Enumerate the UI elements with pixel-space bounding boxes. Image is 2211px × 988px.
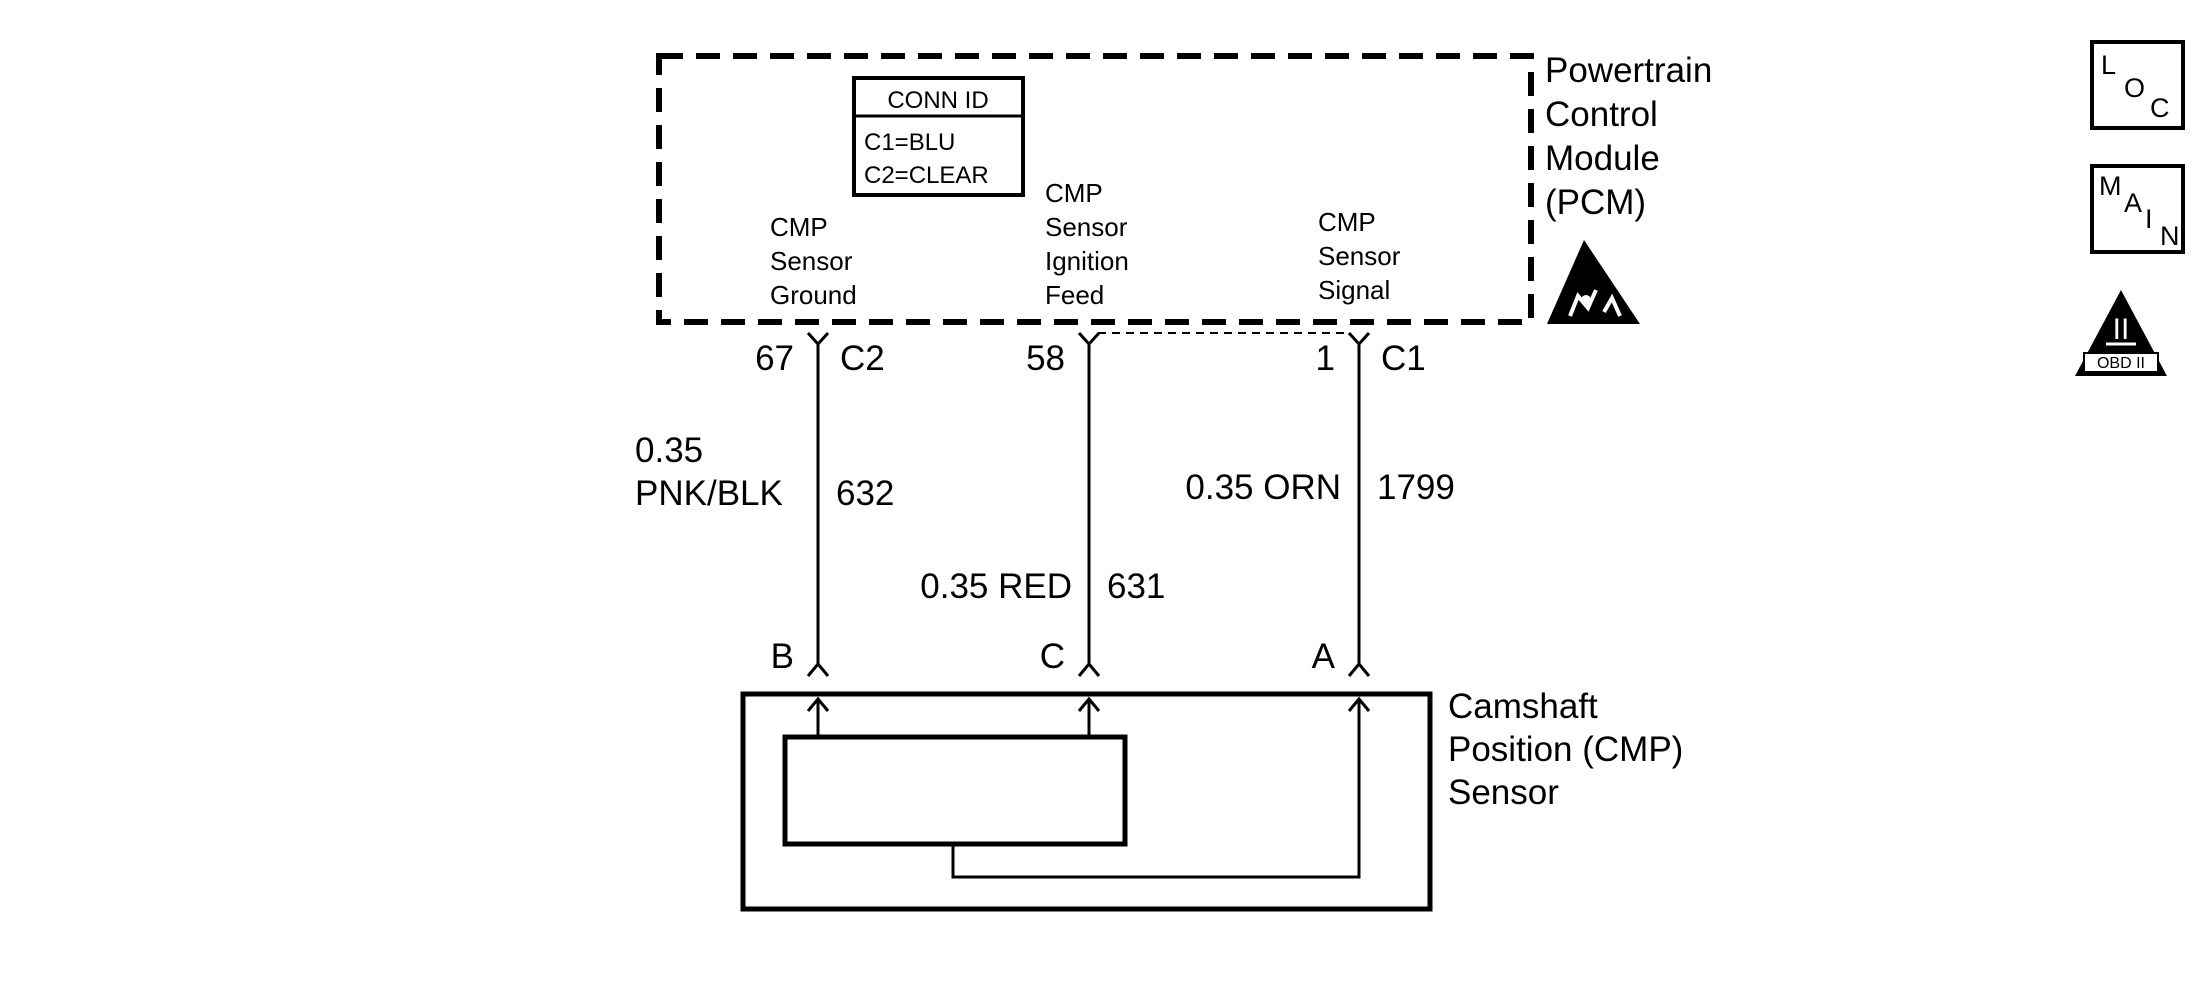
pcm-pin-connector-signal (1347, 331, 1371, 347)
obd-ii-icon-label: OBD II (2097, 355, 2145, 372)
main-icon-letter-a: A (2124, 188, 2142, 218)
terminal-label-ignition: CMP Sensor Ignition Feed (1045, 178, 1129, 310)
terminal-label-signal-line-3: Signal (1318, 275, 1390, 305)
sensor-element (782, 734, 1128, 847)
wire-circuit-signal: 1799 (1377, 468, 1455, 507)
connector-id-signal: C1 (1381, 339, 1426, 378)
terminal-label-ground-line-3: Ground (770, 280, 857, 310)
terminal-label-ignition-line-4: Feed (1045, 280, 1104, 310)
pin-number-ignition: 58 (1026, 339, 1065, 378)
terminal-label-ground-line-2: Sensor (770, 246, 853, 276)
conn-id-title: CONN ID (887, 87, 988, 114)
terminal-label-ground: CMP Sensor Ground (770, 212, 857, 310)
connector-id-ground: C2 (840, 339, 885, 378)
sensor-connector-a (1347, 661, 1371, 677)
sensor-terminal-a: A (1312, 637, 1336, 676)
pcm-name-line-4: (PCM) (1545, 183, 1646, 222)
terminal-label-ground-line-1: CMP (770, 212, 828, 242)
loc-icon-letter-c: C (2150, 93, 2170, 123)
main-icon-letter-m: M (2099, 171, 2122, 201)
pcm-name-line-1: Powertrain (1545, 51, 1712, 90)
esd-warning-icon (1547, 240, 1640, 324)
sensor-name: Camshaft Position (CMP) Sensor (1448, 687, 1683, 812)
loc-icon-letter-l: L (2101, 50, 2116, 80)
loc-icon[interactable]: L O C (2090, 40, 2185, 130)
terminal-label-signal-line-2: Sensor (1318, 241, 1401, 271)
sensor-terminal-b: B (771, 637, 794, 676)
sensor-terminal-c: C (1040, 637, 1065, 676)
obd-ii-icon[interactable]: II OBD II (2075, 290, 2167, 376)
sensor-box (740, 691, 1433, 912)
wire-label-ignition: 0.35 RED 631 (920, 567, 1165, 606)
terminal-label-ignition-line-3: Ignition (1045, 246, 1129, 276)
pcm-name-line-2: Control (1545, 95, 1658, 134)
sensor-name-line-1: Camshaft (1448, 687, 1598, 726)
conn-id-box: CONN ID C1=BLU C2=CLEAR (852, 76, 1025, 197)
pcm-pin-connector-ignition (1077, 331, 1101, 347)
conn-id-line-1: C1=BLU (864, 129, 955, 156)
wire-circuit-ground: 632 (836, 474, 894, 513)
pcm-pin-connector-ground (806, 331, 830, 347)
wire-label-ground: 0.35 PNK/BLK 632 (635, 431, 894, 513)
wire-color-ground: PNK/BLK (635, 474, 783, 513)
terminal-label-signal-line-1: CMP (1318, 207, 1376, 237)
wire-gauge-color-ignition: 0.35 RED (920, 567, 1072, 606)
main-icon-letter-i: I (2145, 204, 2153, 234)
sensor-name-line-3: Sensor (1448, 773, 1559, 812)
pcm-module-boundary (656, 53, 1534, 325)
wire-circuit-ignition: 631 (1107, 567, 1165, 606)
terminal-label-ignition-line-1: CMP (1045, 178, 1103, 208)
terminal-label-ignition-line-2: Sensor (1045, 212, 1128, 242)
obd-ii-icon-roman: II (2113, 313, 2130, 346)
conn-id-line-2: C2=CLEAR (864, 162, 989, 189)
pcm-name: Powertrain Control Module (PCM) (1545, 51, 1712, 222)
sensor-internal-circuit (782, 696, 1371, 879)
sensor-name-line-2: Position (CMP) (1448, 730, 1683, 769)
pcm-name-line-3: Module (1545, 139, 1660, 178)
pin-number-signal: 1 (1316, 339, 1335, 378)
wire-gauge-color-signal: 0.35 ORN (1185, 468, 1341, 507)
pin-number-ground: 67 (755, 339, 794, 378)
terminal-label-signal: CMP Sensor Signal (1318, 207, 1401, 305)
loc-icon-letter-o: O (2124, 73, 2145, 103)
main-icon[interactable]: M A I N (2090, 164, 2185, 254)
sensor-connector-c (1077, 661, 1101, 677)
sensor-connector-b (806, 661, 830, 677)
wire-gauge-ground: 0.35 (635, 431, 703, 470)
wire-label-signal: 0.35 ORN 1799 (1185, 468, 1455, 507)
main-icon-letter-n: N (2160, 221, 2180, 251)
